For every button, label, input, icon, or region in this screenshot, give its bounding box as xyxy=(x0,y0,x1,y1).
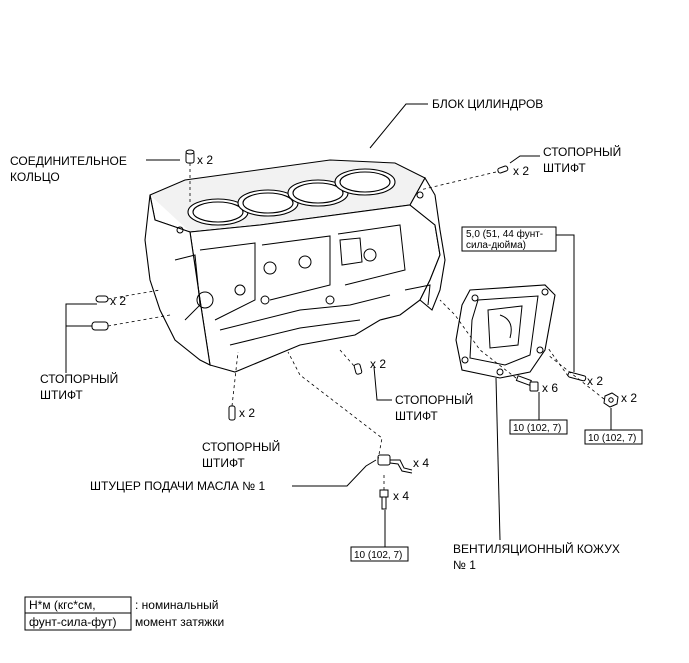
straight-pin-middle-part xyxy=(353,363,363,375)
cylinder-block-label: БЛОК ЦИЛИНДРОВ xyxy=(432,97,543,111)
torque-box-ventilation-bolt: 10 (102, 7) xyxy=(509,419,568,435)
oil-jet-union-qty: x 4 xyxy=(413,456,429,470)
oil-jet-bolt-part xyxy=(379,489,389,510)
torque-nut: 10 (102, 7) xyxy=(588,433,636,444)
pin-middle-label-line2: ШТИФТ xyxy=(395,409,438,423)
ring-dowel-label-line1: СОЕДИНИТЕЛЬНОЕ xyxy=(10,154,127,168)
stud-qty: x 2 xyxy=(587,374,603,388)
torque-box-union-bolt: 10 (102, 7) xyxy=(350,546,409,562)
nut-qty: x 2 xyxy=(621,391,637,405)
torque-stud-line2: сила-дюйма) xyxy=(466,240,526,251)
ventilation-case-label-line1: ВЕНТИЛЯЦИОННЫЙ КОЖУХ xyxy=(453,541,620,556)
ring-dowel-qty: x 2 xyxy=(197,153,213,167)
oil-jet-bolt-qty: x 4 xyxy=(393,489,409,503)
nut-part xyxy=(603,392,619,408)
legend-desc-line2: момент затяжки xyxy=(135,615,224,629)
legend-box-line2: фунт-сила-фут) xyxy=(29,615,116,629)
pin-top-right-qty: x 2 xyxy=(513,164,529,178)
torque-union-bolt: 10 (102, 7) xyxy=(354,550,402,561)
ventilation-case-label-line2: № 1 xyxy=(453,558,476,572)
oil-jet-union-label: ШТУЦЕР ПОДАЧИ МАСЛА № 1 xyxy=(90,479,265,493)
pin-bottom-label-line1: СТОПОРНЫЙ xyxy=(202,439,280,454)
pin-left-qty: x 2 xyxy=(110,294,126,308)
legend-desc-line1: : номинальный xyxy=(135,598,218,612)
pin-middle-label-line1: СТОПОРНЫЙ xyxy=(395,392,473,407)
legend-box-line1: Н*м (кгс*см, xyxy=(29,598,96,612)
straight-pin-bottom-part xyxy=(228,405,236,421)
pin-bottom-label-line2: ШТИФТ xyxy=(202,456,245,470)
ring-dowel-label-line2: КОЛЬЦО xyxy=(10,170,60,184)
pin-middle-qty: x 2 xyxy=(370,357,386,371)
pin-top-right-label-line2: ШТИФТ xyxy=(543,161,586,175)
pin-top-right-label-line1: СТОПОРНЫЙ xyxy=(543,144,621,159)
ring-dowel-part xyxy=(185,149,195,164)
torque-box-stud: 5,0 (51, 44 фунт- сила-дюйма) xyxy=(461,226,557,252)
pin-left-label-line2: ШТИФТ xyxy=(40,388,83,402)
ventilation-bolt-part xyxy=(515,375,539,392)
torque-legend: Н*м (кгс*см, фунт-сила-фут) : номинальны… xyxy=(24,596,224,631)
pin-left-label-line1: СТОПОРНЫЙ xyxy=(40,371,118,386)
ventilation-bolt-qty: x 6 xyxy=(542,381,558,395)
pin-bottom-qty: x 2 xyxy=(239,406,255,420)
stud-bolt-part xyxy=(567,371,587,382)
ventilation-case-drawing xyxy=(455,284,556,379)
straight-pin-top-right-part xyxy=(497,165,509,174)
torque-stud-line1: 5,0 (51, 44 фунт- xyxy=(466,228,543,240)
leader-lines xyxy=(65,103,612,547)
cylinder-block-drawing xyxy=(144,159,446,373)
oil-jet-union-part xyxy=(377,454,413,474)
straight-pin-left-parts xyxy=(91,295,109,331)
torque-ventilation-bolt: 10 (102, 7) xyxy=(513,423,561,434)
torque-box-nut: 10 (102, 7) xyxy=(584,429,643,445)
assembly-lines xyxy=(107,163,605,490)
